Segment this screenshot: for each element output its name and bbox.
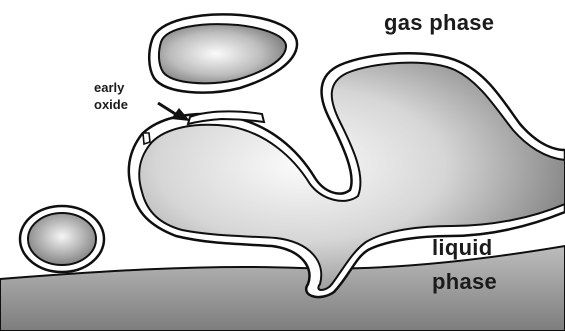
gas-phase-text: gas phase (384, 10, 494, 35)
early-oxide-step (143, 133, 150, 144)
early-oxide-text-line1: early (94, 79, 128, 96)
early-oxide-label: early oxide (94, 79, 128, 113)
liquid-phase-text-line2: phase (432, 265, 497, 299)
oxide-arrow-shaft (158, 103, 177, 115)
surface-droplet (28, 213, 96, 265)
gas-phase-label: gas phase (384, 10, 494, 36)
liquid-phase-text-line1: liquid (432, 231, 497, 265)
liquid-phase-label: liquid phase (432, 231, 497, 299)
early-oxide-text-line2: oxide (94, 96, 128, 113)
